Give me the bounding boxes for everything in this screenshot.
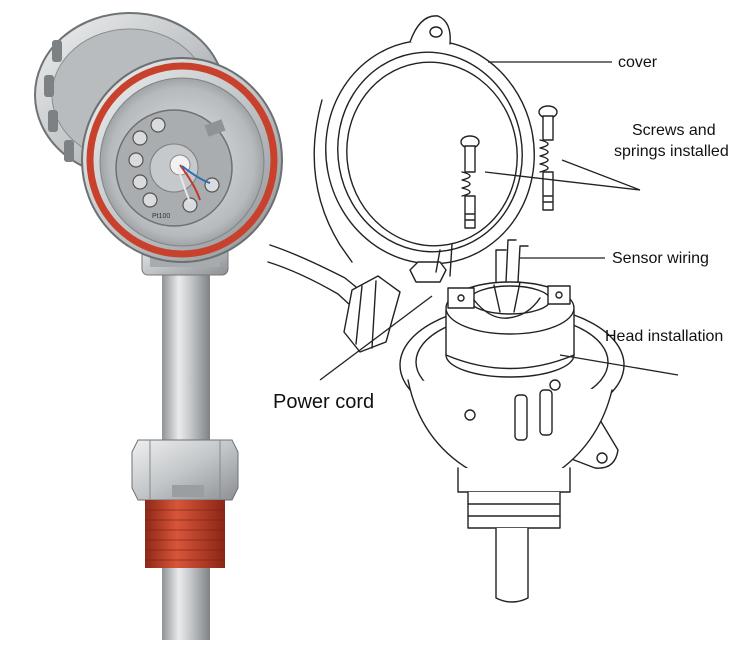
exploded-line-drawing (267, 15, 625, 603)
lid-ridges (44, 40, 74, 162)
leader-screw-right (561, 159, 641, 191)
head-module-drawing (445, 281, 575, 378)
leader-power-cord (319, 295, 433, 381)
cover-inner-ring (337, 51, 523, 253)
cover-groove (346, 61, 518, 247)
cover-hinge (409, 261, 447, 283)
drawing-rod (495, 527, 529, 603)
fitting-marking (172, 485, 204, 497)
leader-head-installation (559, 354, 679, 376)
label-power-cord: Power cord (273, 391, 374, 413)
label-screws-line2: springs installed (614, 143, 729, 160)
hex-fitting (131, 439, 239, 501)
label-cover: cover (618, 54, 658, 71)
callout-labels: cover Screws and springs installed Senso… (273, 54, 729, 413)
screw-left (460, 135, 480, 229)
product-photo: Pt100 (34, 12, 283, 640)
red-thread-section (145, 500, 225, 568)
module-sensor-type: Pt100 (152, 213, 170, 220)
base-thread (467, 491, 561, 529)
power-cord-cable (269, 244, 373, 301)
leader-lines (319, 61, 679, 381)
leader-screw-left (484, 171, 641, 191)
transmitter-module: Pt100 (115, 109, 233, 227)
cable-gland (343, 275, 401, 353)
lid-back (313, 99, 353, 263)
label-head-installation: Head installation (605, 328, 723, 345)
red-gasket (86, 62, 278, 258)
screw-right (538, 105, 558, 211)
terminal-screws (128, 117, 220, 213)
label-sensor-wiring: Sensor wiring (612, 250, 709, 267)
base-neck (457, 467, 571, 493)
sensor-wires (495, 239, 529, 283)
label-screws-line1: Screws and (632, 122, 716, 139)
